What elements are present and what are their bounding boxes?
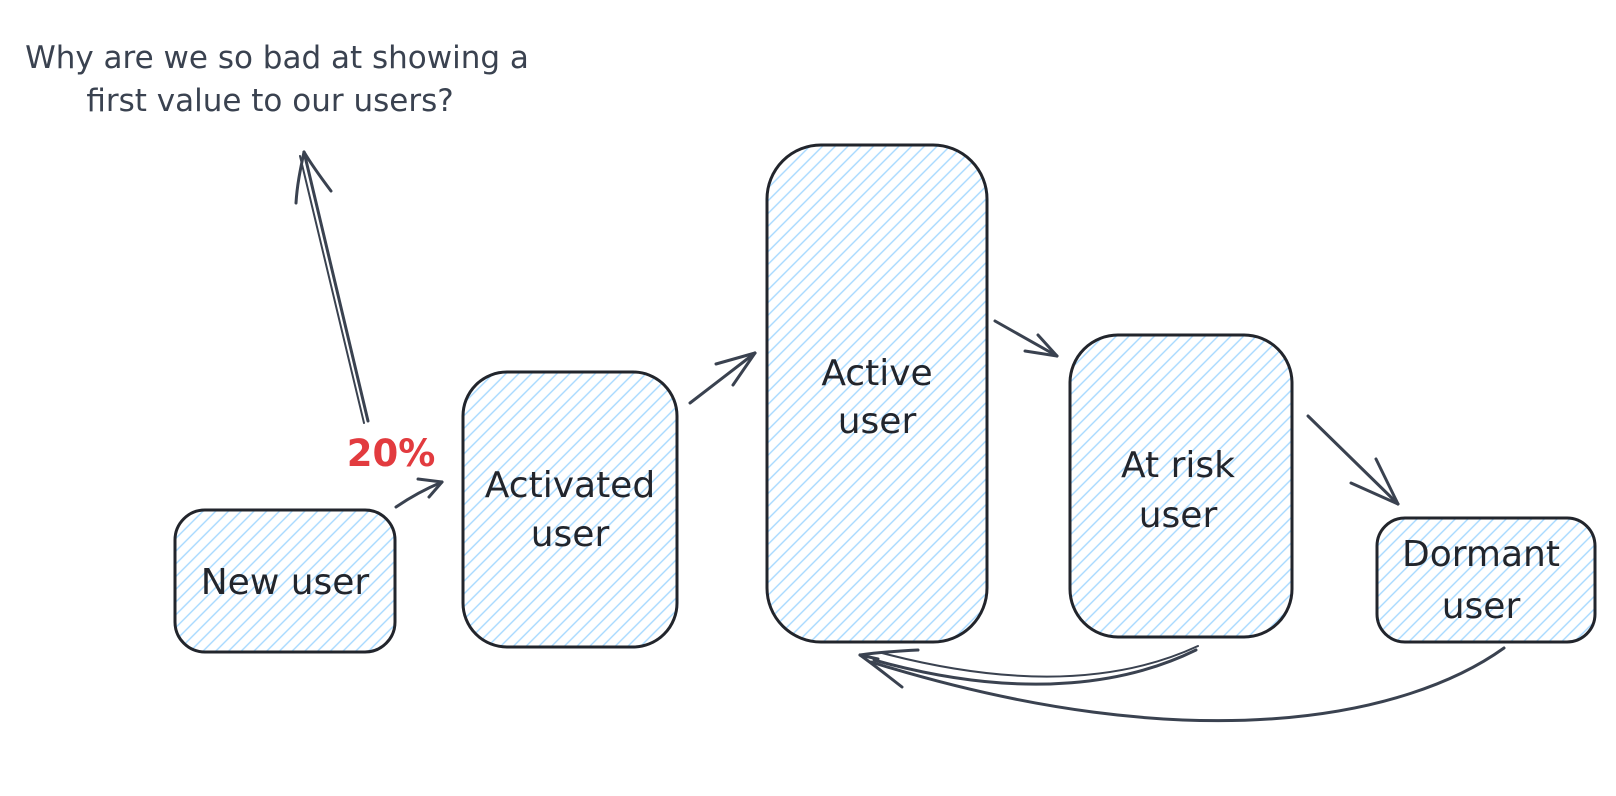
- dormant-user-box: [1375, 516, 1597, 644]
- at-risk-user-box: [1068, 333, 1294, 639]
- stage-dormant-user: Dormant user: [1375, 516, 1597, 644]
- arrow-shaft: [993, 319, 1059, 358]
- activated-user-label-line-2: user: [531, 514, 610, 555]
- arrow-active-to-atrisk: [993, 319, 1059, 358]
- stage-active-user: Active user: [765, 143, 989, 644]
- arrowhead-barb: [427, 480, 444, 499]
- arrow-dormant-back-to-active: [869, 646, 1506, 723]
- arrowhead-barb: [1349, 481, 1400, 506]
- activated-user-label-line-1: Activated: [485, 465, 655, 506]
- arrow-atrisk-to-dormant: [1306, 414, 1400, 506]
- title-line-2: first value to our users?: [86, 83, 453, 119]
- arrow-shaft: [869, 646, 1506, 723]
- arrowhead-barb: [294, 150, 306, 205]
- arrow-new-to-activated: [394, 477, 444, 509]
- dormant-user-label-line-1: Dormant: [1402, 534, 1560, 575]
- active-user-label-line-1: Active: [821, 353, 932, 394]
- dormant-user-label-line-2: user: [1442, 586, 1521, 627]
- arrowhead-barb: [302, 150, 333, 193]
- arrow-to-title-question: [294, 150, 370, 424]
- arrow-atrisk-back-to-active: [872, 645, 1199, 686]
- active-user-label-line-2: user: [838, 401, 917, 442]
- arrowhead-tip: [858, 653, 880, 661]
- new-user-label: New user: [201, 562, 370, 603]
- new-user-box: [173, 508, 397, 654]
- arrowhead-barb: [1023, 349, 1059, 358]
- arrowhead-barb: [731, 351, 757, 387]
- stage-activated-user: Activated user: [461, 370, 679, 649]
- arrow-activated-to-active: [688, 351, 757, 405]
- arrow-shaft-second-pass: [881, 645, 1199, 678]
- title-question: Why are we so bad at showing a first val…: [25, 40, 529, 119]
- stage-at-risk-user: At risk user: [1068, 333, 1294, 639]
- arrowhead-barb: [858, 653, 904, 689]
- return-arrows-arrowhead: [858, 648, 920, 689]
- arrow-shaft-second-pass: [299, 155, 365, 424]
- arrow-shaft: [688, 351, 757, 405]
- arrow-shaft: [872, 648, 1198, 686]
- stage-new-user: New user: [173, 508, 397, 654]
- arrow-shaft: [302, 150, 370, 423]
- at-risk-user-label-line-1: At risk: [1121, 445, 1235, 486]
- at-risk-user-label-line-2: user: [1139, 495, 1218, 536]
- arrowhead-barb: [858, 648, 920, 657]
- activated-user-box: [461, 370, 679, 649]
- conversion-rate-label: 20%: [347, 432, 436, 475]
- active-user-box: [765, 143, 989, 644]
- arrow-shaft: [1306, 414, 1400, 506]
- arrowhead-barb: [714, 351, 757, 366]
- arrowhead-barb: [1036, 333, 1059, 358]
- arrowhead-barb: [1374, 457, 1400, 506]
- arrow-shaft: [394, 480, 444, 509]
- arrowhead-barb: [416, 477, 444, 484]
- title-line-1: Why are we so bad at showing a: [25, 40, 529, 76]
